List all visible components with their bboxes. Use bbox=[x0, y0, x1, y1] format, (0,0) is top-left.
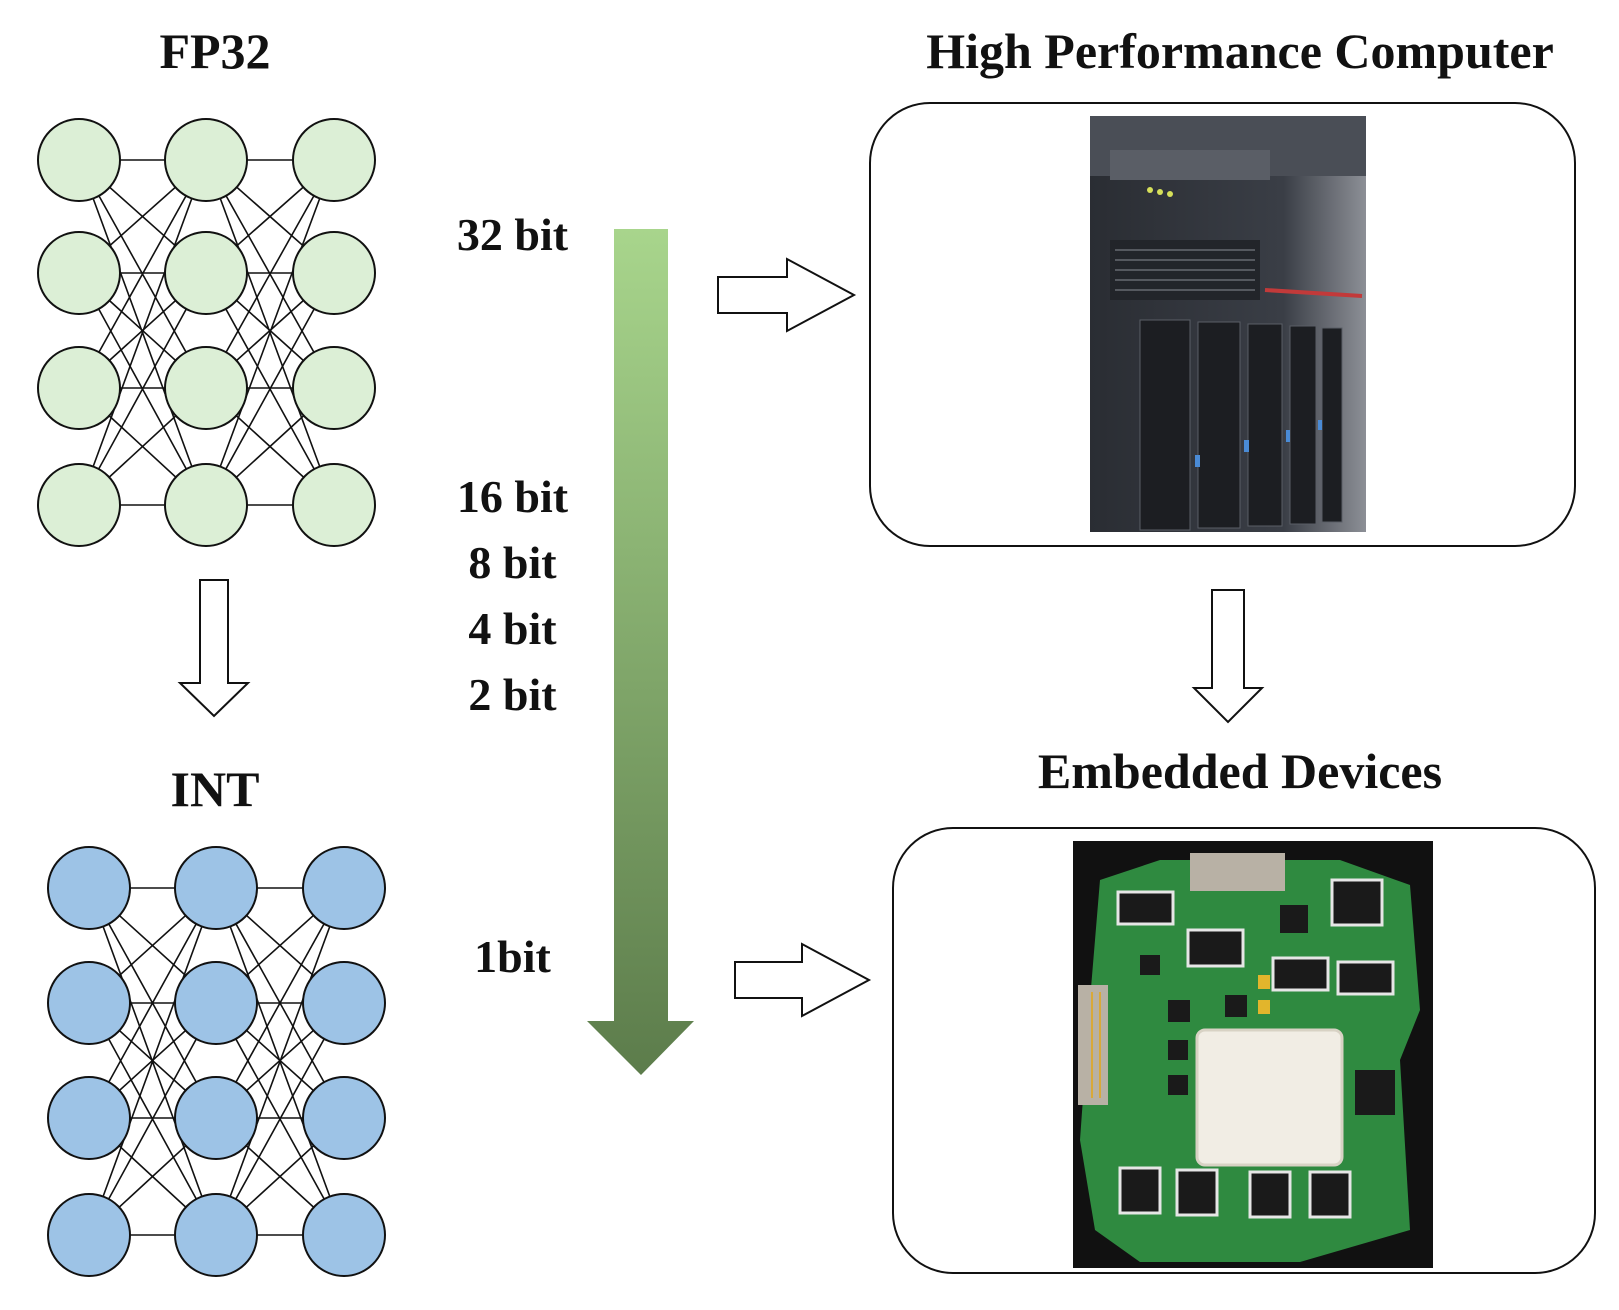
int-connection bbox=[215, 887, 345, 1236]
int-node bbox=[302, 846, 386, 930]
fp32-node bbox=[292, 463, 376, 547]
bit-label-16: 16 bit bbox=[456, 471, 569, 522]
fp32-node bbox=[164, 118, 248, 202]
fp32-to-int-arrow bbox=[177, 579, 251, 718]
int-node bbox=[174, 961, 258, 1045]
fp32-connection bbox=[78, 159, 207, 389]
circuit-board-photo bbox=[1073, 841, 1433, 1268]
to-hpc-arrow bbox=[717, 257, 857, 333]
fp32-connection bbox=[205, 159, 335, 389]
fp32-connection bbox=[78, 159, 207, 506]
fp32-node bbox=[37, 463, 121, 547]
bit-label-2: 2 bit bbox=[468, 669, 557, 720]
int-connection bbox=[88, 1002, 217, 1236]
int-node bbox=[302, 961, 386, 1045]
int-title: INT bbox=[170, 761, 260, 817]
int-network bbox=[47, 846, 386, 1277]
bit-width-arrow bbox=[587, 229, 694, 1075]
hpc-to-embedded-arrow bbox=[1191, 589, 1265, 724]
int-node bbox=[47, 961, 131, 1045]
int-node bbox=[174, 846, 258, 930]
fp32-node bbox=[292, 118, 376, 202]
fp32-node bbox=[164, 463, 248, 547]
fp32-node bbox=[37, 231, 121, 315]
int-connection bbox=[88, 887, 217, 1236]
bit-label-32: 32 bit bbox=[456, 209, 569, 260]
fp32-connection bbox=[205, 272, 335, 506]
fp32-network bbox=[37, 118, 376, 547]
int-node bbox=[174, 1076, 258, 1160]
bit-label-4: 4 bit bbox=[468, 603, 557, 654]
bit-label-1: 1bit bbox=[474, 931, 551, 982]
embedded-title: Embedded Devices bbox=[1037, 743, 1443, 799]
fp32-node bbox=[164, 231, 248, 315]
to-embedded-arrow bbox=[734, 942, 872, 1018]
int-connection bbox=[215, 1002, 345, 1236]
bit-label-8: 8 bit bbox=[468, 537, 557, 588]
server-photo bbox=[1090, 116, 1366, 532]
fp32-connection bbox=[78, 272, 207, 506]
int-connection bbox=[215, 887, 345, 1119]
int-node bbox=[47, 1076, 131, 1160]
int-node bbox=[174, 1193, 258, 1277]
hpc-title: High Performance Computer bbox=[926, 23, 1554, 79]
fp32-node bbox=[292, 346, 376, 430]
int-node bbox=[47, 846, 131, 930]
int-node bbox=[302, 1076, 386, 1160]
int-node bbox=[47, 1193, 131, 1277]
fp32-node bbox=[37, 346, 121, 430]
int-connection bbox=[88, 887, 217, 1119]
int-node bbox=[302, 1193, 386, 1277]
fp32-node bbox=[164, 346, 248, 430]
fp32-connection bbox=[205, 159, 335, 506]
fp32-node bbox=[292, 231, 376, 315]
fp32-node bbox=[37, 118, 121, 202]
fp32-title: FP32 bbox=[159, 23, 271, 79]
